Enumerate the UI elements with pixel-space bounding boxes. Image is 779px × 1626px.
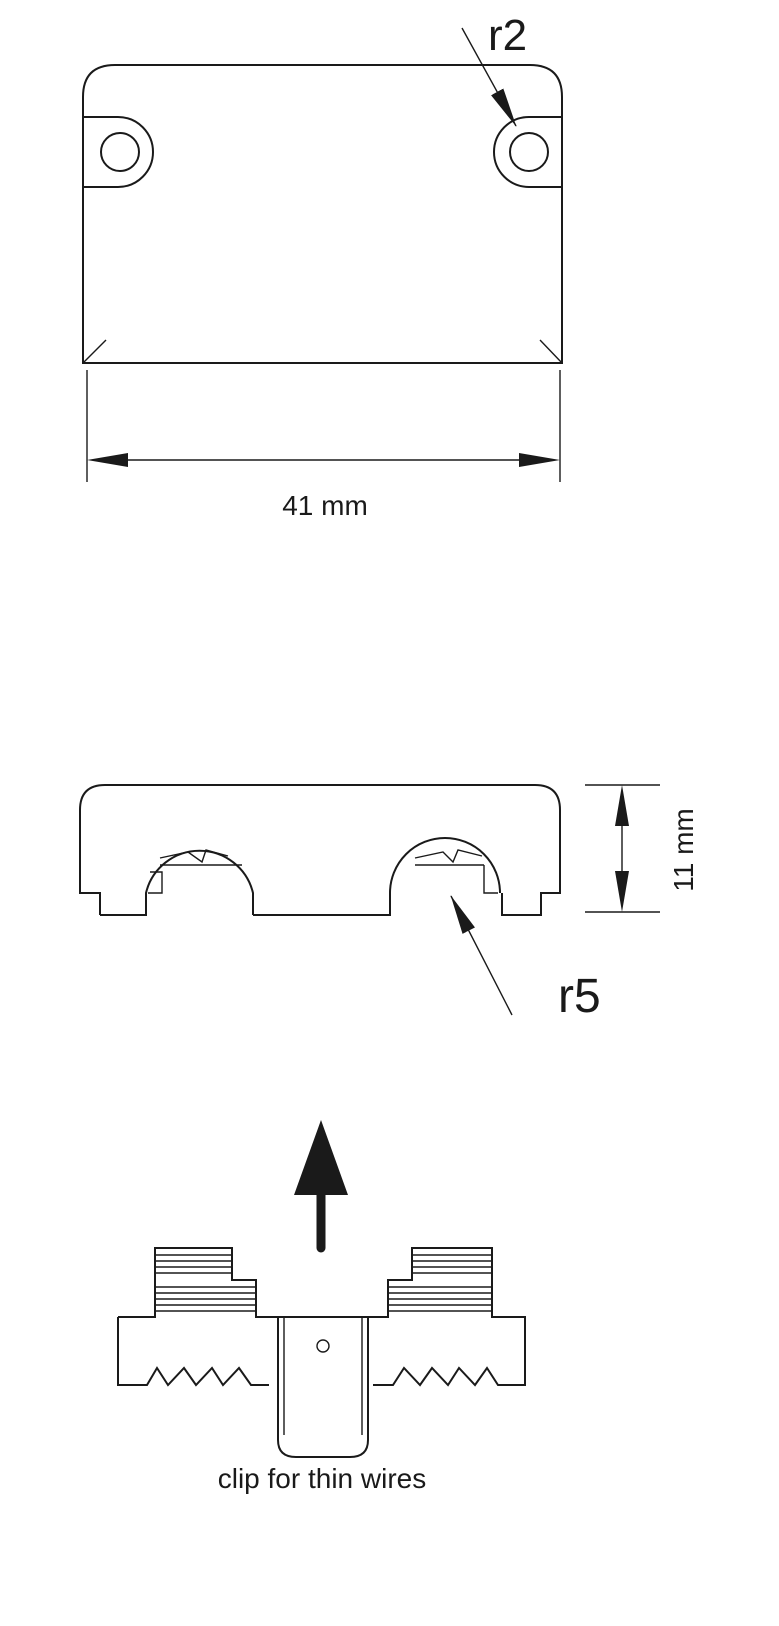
mounting-hole-left (100, 132, 140, 172)
width-dimension: 41 mm (86, 370, 561, 521)
radius-r5-callout: r5 (450, 895, 601, 1023)
wire-clip (117, 1247, 526, 1458)
mounting-hole-right (509, 132, 549, 172)
side-view-body (79, 784, 561, 916)
grip-ridges-left (155, 1254, 256, 1312)
insert-direction-arrow-icon (294, 1120, 348, 1253)
grip-ridges-right (388, 1254, 492, 1312)
radius-r2-label: r2 (488, 11, 527, 60)
width-dimension-label: 41 mm (282, 490, 368, 521)
radius-r2-callout: r2 (461, 11, 527, 127)
clip-caption: clip for thin wires (218, 1463, 427, 1494)
height-dimension-label: 11 mm (668, 808, 699, 892)
top-view-plate (82, 64, 563, 364)
height-dimension: 11 mm (585, 784, 699, 913)
radius-r5-label: r5 (558, 970, 601, 1023)
